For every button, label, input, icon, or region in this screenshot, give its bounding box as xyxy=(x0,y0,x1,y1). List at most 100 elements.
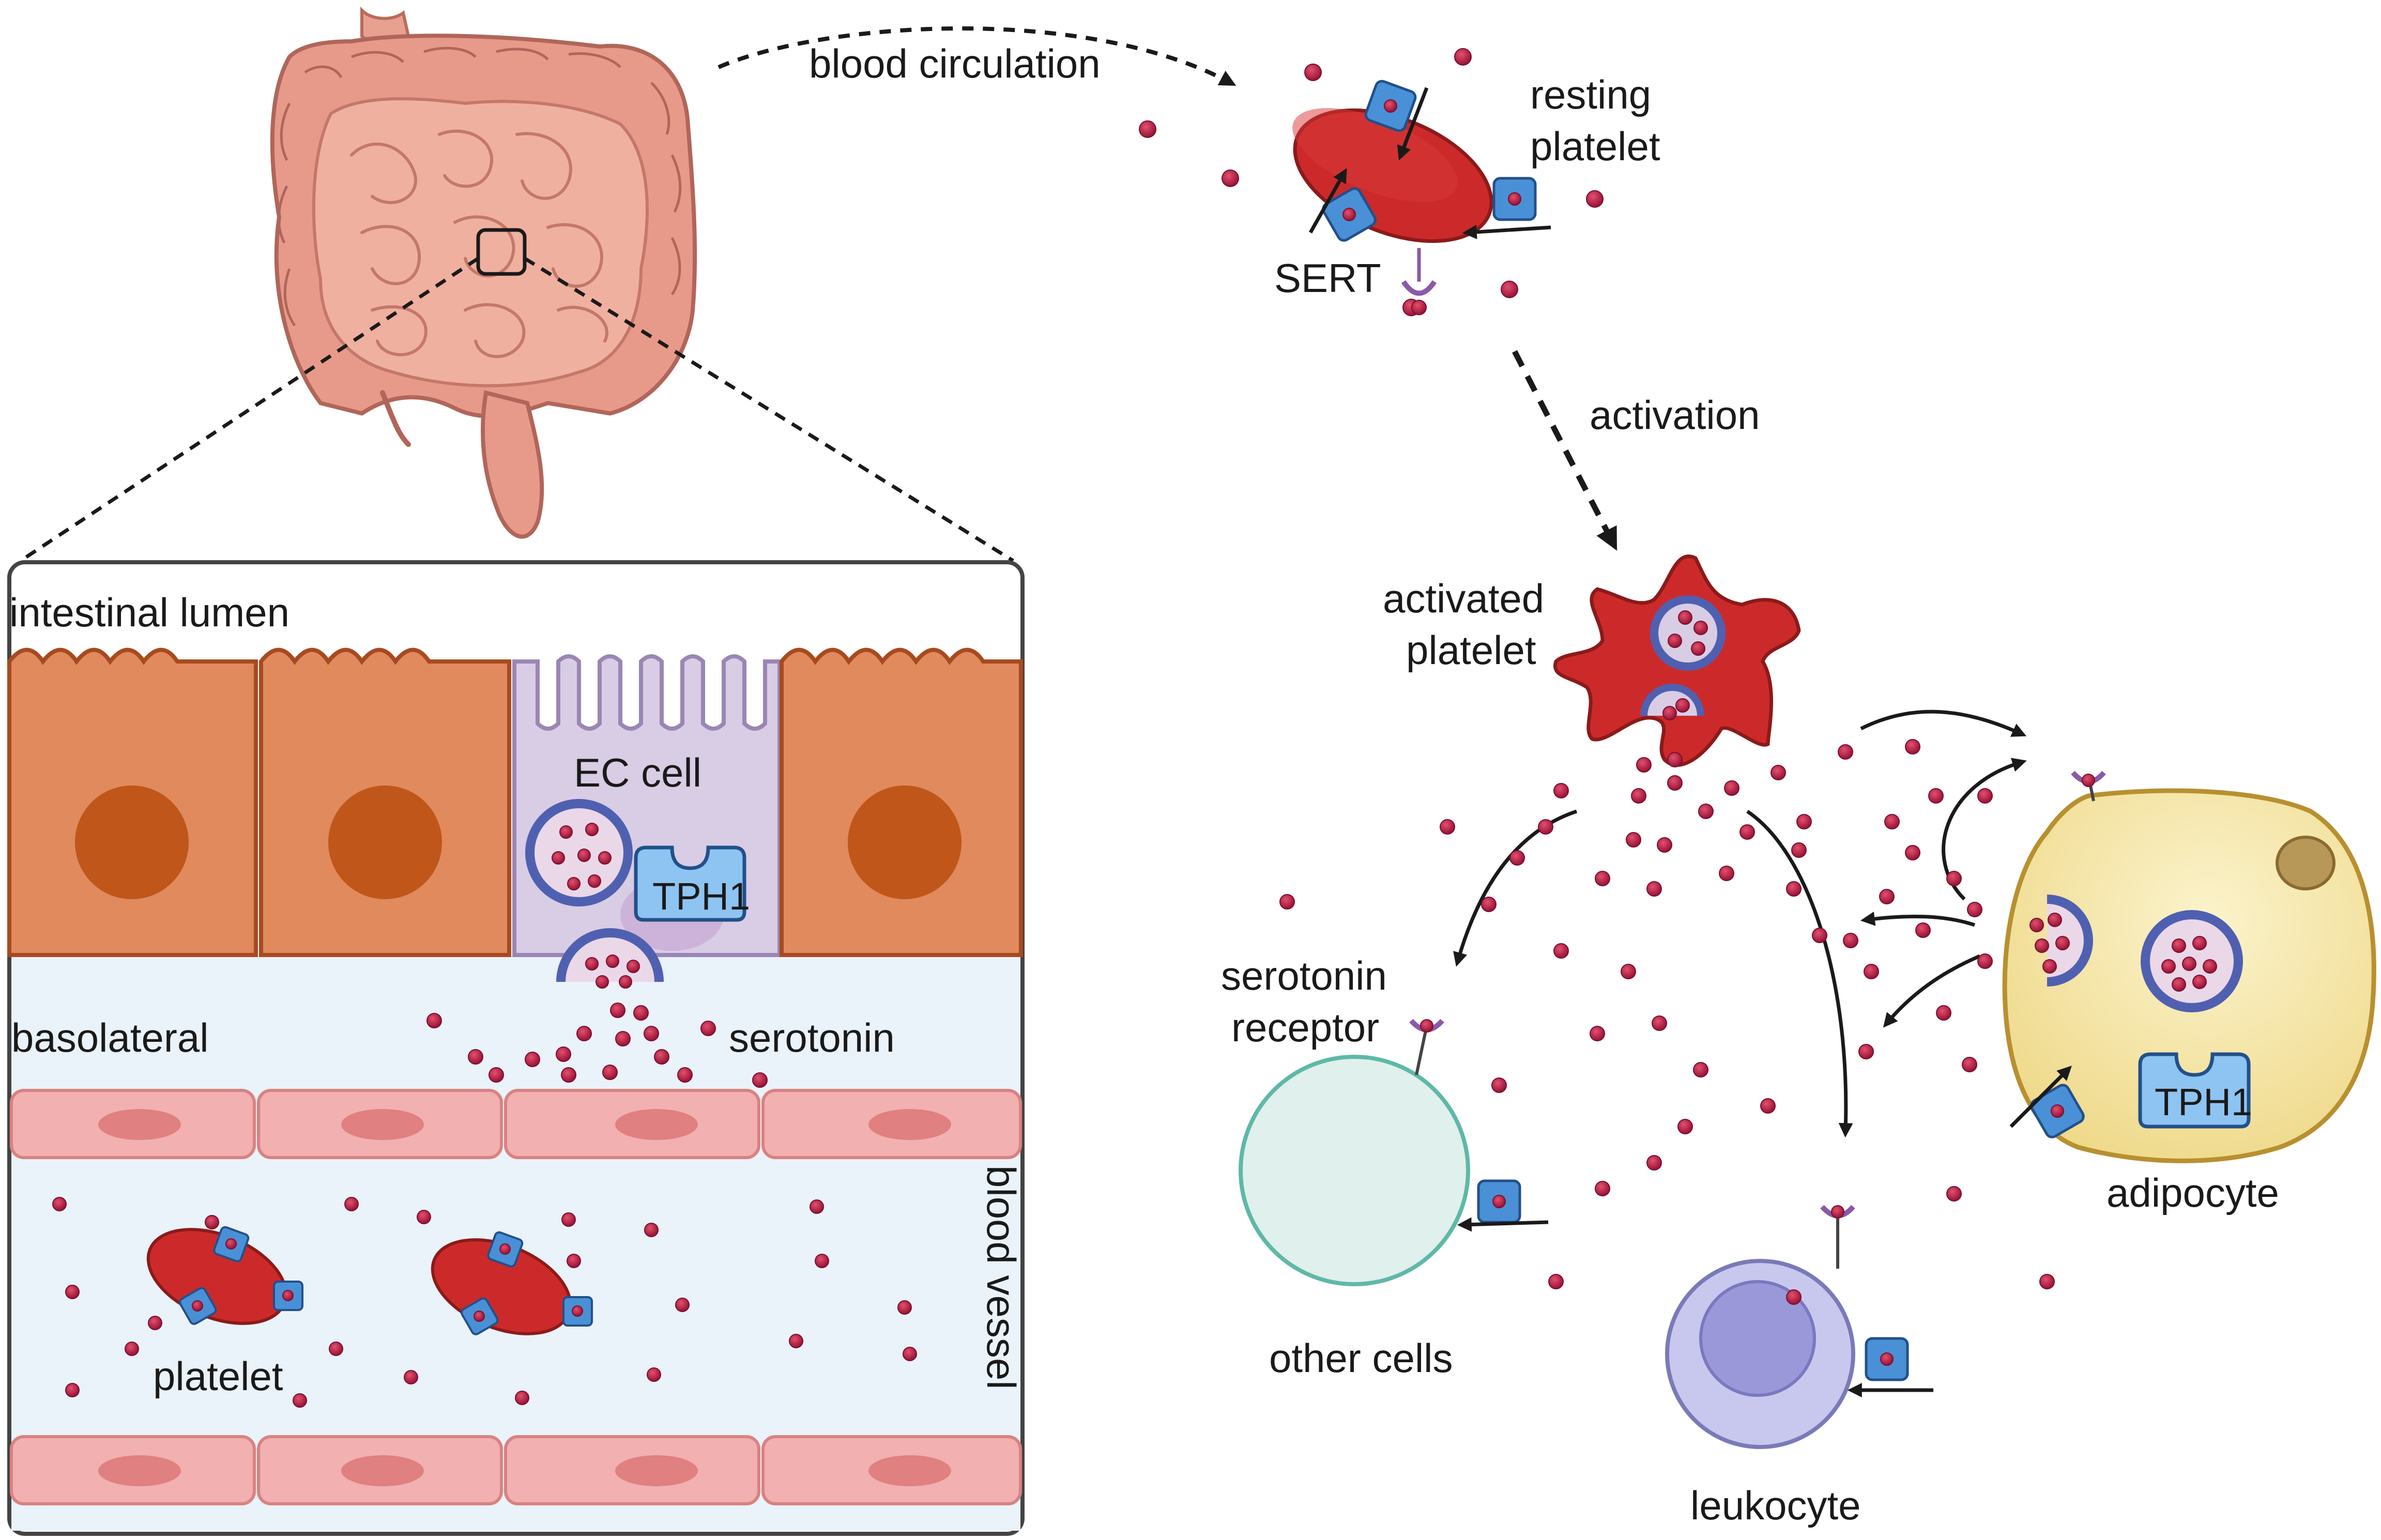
serotonin-dot xyxy=(2172,977,2186,992)
serotonin-dot xyxy=(148,1316,162,1330)
serotonin-dot xyxy=(125,1342,139,1356)
zoom-line-left xyxy=(20,257,479,562)
serotonin-dot xyxy=(1538,819,1553,835)
serotonin-dot xyxy=(1946,1186,1962,1202)
serotonin-dot xyxy=(2035,938,2049,953)
serotonin-dot xyxy=(1967,902,1982,917)
activation-arrow xyxy=(1512,350,1617,551)
serotonin-dot xyxy=(2055,936,2070,950)
label-blood-circulation: blood circulation xyxy=(809,41,1101,86)
vessel-wall-upper xyxy=(10,1089,1022,1159)
serotonin-dot xyxy=(1631,788,1646,804)
serotonin-dot xyxy=(552,851,565,865)
serotonin-dot xyxy=(1698,804,1714,819)
serotonin-dot xyxy=(1492,1195,1506,1208)
serotonin-dot xyxy=(525,1052,540,1067)
serotonin-dot xyxy=(897,1300,912,1315)
serotonin-dot xyxy=(1760,1098,1776,1114)
label-blood-vessel: blood vessel xyxy=(979,1165,1024,1390)
serotonin-dot xyxy=(606,954,619,968)
serotonin-dot xyxy=(752,1072,768,1088)
serotonin-dot xyxy=(2172,938,2186,953)
serotonin-dot xyxy=(499,1243,511,1255)
serotonin-dot xyxy=(1796,814,1812,829)
label-sert: SERT xyxy=(1274,255,1381,301)
serotonin-dot xyxy=(404,1370,418,1384)
serotonin-dot xyxy=(615,1031,631,1046)
serotonin-dot xyxy=(1590,1026,1605,1041)
serotonin-dot xyxy=(1905,739,1920,754)
label-serotonin-receptor-1: serotonin xyxy=(1221,953,1387,998)
serotonin-dot xyxy=(1440,819,1455,835)
serotonin-dot xyxy=(468,1049,483,1065)
serotonin-dot xyxy=(1771,765,1786,780)
serotonin-dot xyxy=(1880,1352,1894,1366)
tph1-enzyme-ec xyxy=(634,845,746,922)
serotonin-dot xyxy=(1646,1155,1662,1171)
leukocyte xyxy=(1665,1205,1933,1449)
serotonin-dot xyxy=(2182,957,2196,971)
serotonin-dot xyxy=(1139,120,1156,138)
serotonin-dot xyxy=(1678,610,1692,625)
serotonin-dot xyxy=(52,1197,67,1211)
serotonin-dot xyxy=(1791,842,1807,858)
serotonin-dot xyxy=(559,825,573,839)
serotonin-dot xyxy=(596,975,609,989)
label-basolateral: basolateral xyxy=(11,1015,209,1060)
serotonin-dot xyxy=(2192,936,2207,950)
serotonin-dot xyxy=(677,1067,693,1083)
serotonin-dot xyxy=(1668,634,1682,648)
label-other-cells: other cells xyxy=(1269,1335,1453,1381)
serotonin-dot xyxy=(654,1049,669,1065)
serotonin-dot xyxy=(567,877,581,890)
serotonin-dot xyxy=(1508,192,1521,206)
adipocyte-nucleus xyxy=(2276,836,2336,890)
serotonin-dot xyxy=(598,851,612,865)
serotonin-dot xyxy=(65,1383,80,1397)
serotonin-dot xyxy=(2042,959,2057,974)
label-intestinal-lumen: intestinal lumen xyxy=(9,590,289,635)
label-serotonin-receptor-2: receptor xyxy=(1231,1005,1379,1050)
zoom-region-marker xyxy=(476,228,527,276)
arrow-to-other-cells xyxy=(1453,809,1578,967)
serotonin-dot xyxy=(1553,783,1569,798)
serotonin-dot xyxy=(567,1254,581,1268)
serotonin-dot xyxy=(1626,832,1641,848)
serotonin-dot xyxy=(1691,641,1705,656)
label-adipocyte: adipocyte xyxy=(2107,1170,2279,1215)
serotonin-dot xyxy=(2051,1104,2064,1118)
label-activation: activation xyxy=(1590,392,1760,438)
serotonin-dot xyxy=(1548,1274,1564,1289)
serotonin-dot xyxy=(2082,774,2095,787)
serotonin-dot xyxy=(1905,845,1920,860)
serotonin-dot xyxy=(1657,837,1672,853)
serotonin-dot xyxy=(1636,757,1652,773)
serotonin-dot xyxy=(644,1026,659,1041)
serotonin-dot xyxy=(1693,1062,1708,1077)
serotonin-dot xyxy=(610,1003,625,1018)
serotonin-dot xyxy=(1786,881,1802,897)
serotonin-dot xyxy=(1553,943,1569,959)
serotonin-dot xyxy=(1342,208,1356,221)
serotonin-dot xyxy=(627,960,640,973)
serotonin-dot xyxy=(489,1067,504,1083)
serotonin-dot xyxy=(644,1223,659,1237)
platelet-receptor xyxy=(1401,248,1437,296)
serotonin-dot xyxy=(572,1305,583,1317)
serotonin-dot xyxy=(1304,64,1322,81)
serotonin-dot xyxy=(1677,1119,1693,1134)
serotonin-dot xyxy=(1936,1005,1951,1021)
other-cell xyxy=(1239,1019,1549,1286)
serotonin-dot xyxy=(602,1065,618,1080)
serotonin-dot xyxy=(1858,1044,1874,1059)
serotonin-dot xyxy=(1724,780,1739,796)
serotonin-dot xyxy=(1879,889,1895,904)
serotonin-dot xyxy=(225,1238,237,1250)
serotonin-dot xyxy=(65,1285,80,1299)
serotonin-dot xyxy=(1739,824,1755,840)
enterocyte-3-nucleus xyxy=(848,786,961,899)
serotonin-dot xyxy=(675,1298,690,1312)
serotonin-dot xyxy=(1491,1077,1507,1093)
